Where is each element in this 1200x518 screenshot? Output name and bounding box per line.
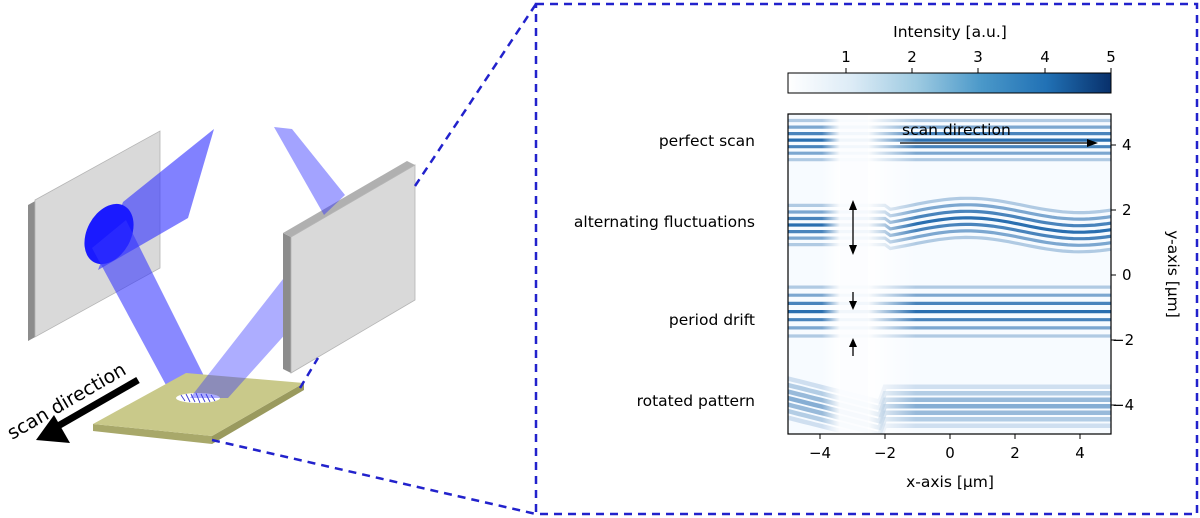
- zoom-box: [534, 2, 1199, 516]
- drift-up-arrow: [849, 338, 857, 356]
- x-tick--2: −2: [874, 444, 896, 462]
- colorbar-tick-5: 5: [1106, 48, 1116, 66]
- x-tick-0: 0: [945, 444, 955, 462]
- colorbar: Intensity [a.u.] 1 2 3 4 5: [787, 23, 1116, 94]
- colorbar-label: Intensity [a.u.]: [893, 23, 1007, 41]
- x-tick-2: 2: [1010, 444, 1020, 462]
- y-axis: 4 2 0 −2 −4 y-axis [μm]: [1111, 136, 1182, 414]
- row-labels: perfect scan alternating fluctuations pe…: [574, 132, 755, 410]
- right-mirror: [283, 161, 416, 374]
- plot-scan-direction-arrow: [900, 139, 1098, 147]
- x-axis: −4 −2 0 2 4 x-axis [μm]: [809, 434, 1085, 491]
- colorbar-tick-3: 3: [973, 48, 983, 66]
- drift-down-arrow: [849, 292, 857, 310]
- colorbar-gradient: [787, 72, 1112, 94]
- optical-setup-illustration: scan direction: [4, 127, 416, 444]
- scan-direction-arrow: [36, 376, 140, 443]
- row-label-rotated: rotated pattern: [637, 392, 755, 410]
- intensity-map: [788, 114, 1111, 434]
- zoom-connector: [211, 3, 538, 516]
- plot-annotations: scan direction: [849, 121, 1098, 356]
- substrate: [93, 373, 304, 444]
- alternating-double-arrow: [849, 200, 857, 255]
- row-label-alternating: alternating fluctuations: [574, 213, 755, 231]
- colorbar-tick-1: 1: [841, 48, 851, 66]
- x-tick--4: −4: [809, 444, 831, 462]
- colorbar-tick-4: 4: [1040, 48, 1050, 66]
- plot-scan-direction-label: scan direction: [902, 121, 1011, 139]
- outgoing-beam: [274, 127, 345, 215]
- row-label-perfect-scan: perfect scan: [659, 132, 755, 150]
- y-tick-0: 0: [1122, 266, 1132, 284]
- y-axis-label: y-axis [μm]: [1164, 230, 1182, 318]
- colorbar-tick-2: 2: [907, 48, 917, 66]
- row-label-period-drift: period drift: [669, 311, 755, 329]
- x-axis-label: x-axis [μm]: [906, 473, 994, 491]
- x-tick-4: 4: [1075, 444, 1085, 462]
- exposure-fringes: [180, 392, 216, 404]
- y-tick--4: −4: [1112, 396, 1134, 414]
- reflected-beam: [92, 220, 215, 398]
- y-tick--2: −2: [1112, 331, 1134, 349]
- y-tick-2: 2: [1122, 201, 1132, 219]
- y-tick-4: 4: [1122, 136, 1132, 154]
